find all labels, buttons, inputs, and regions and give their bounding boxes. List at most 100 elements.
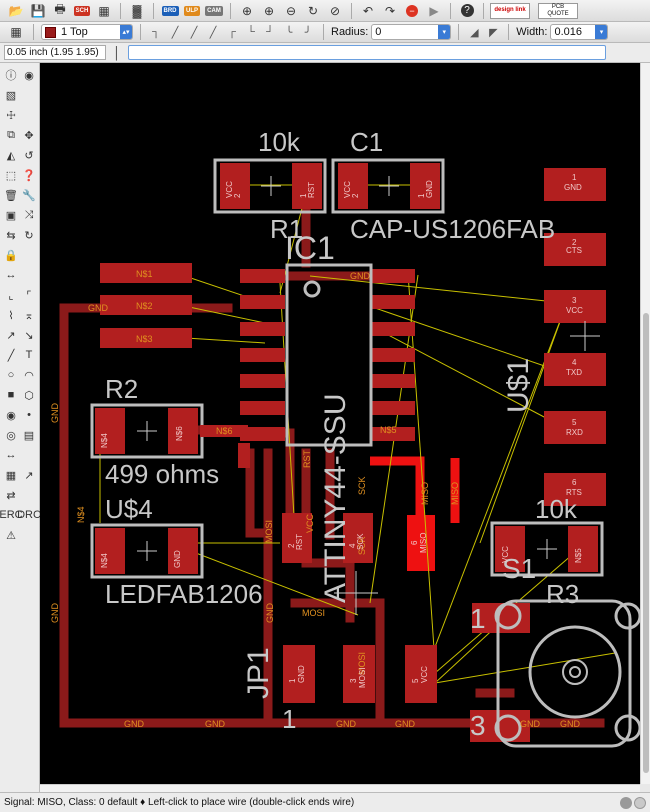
go-icon[interactable]: ▶ — [429, 3, 439, 18]
grid-icon[interactable]: ▦ — [10, 25, 22, 39]
via-icon[interactable]: ◉ — [6, 409, 16, 422]
s1-name: S1 — [502, 553, 536, 584]
radius-combo[interactable]: 0 ▾ — [371, 24, 452, 40]
bend-style-7-icon[interactable]: ┘ — [266, 26, 274, 38]
board-canvas[interactable]: 10k R1 C1 CAP-US1206FAB IC1 ATTINY44-SSU… — [40, 63, 640, 784]
paste-icon[interactable]: ▣ — [5, 209, 17, 222]
status-stop-icon[interactable] — [620, 797, 632, 809]
delete-icon[interactable]: 🗑 — [4, 189, 18, 202]
mirror-icon[interactable]: ◭ — [6, 149, 16, 162]
toolbar-divider — [450, 2, 451, 19]
drc-icon[interactable]: DRC — [17, 509, 41, 521]
ratsnest-icon[interactable]: ▦ — [5, 469, 17, 482]
cam-badge-icon[interactable]: CAM — [204, 2, 224, 20]
ulp-badge: ULP — [184, 5, 200, 16]
smash-icon[interactable]: ↔ — [5, 269, 17, 281]
net-label: MOSI — [302, 608, 325, 618]
polygon-icon[interactable]: ⬡ — [24, 389, 34, 402]
sch-icon[interactable]: SCH — [72, 2, 92, 20]
replace-icon[interactable]: ⤨ — [24, 208, 34, 221]
wire-icon[interactable]: ╱ — [7, 349, 15, 362]
vertical-scrollbar[interactable] — [640, 63, 650, 784]
dimension-icon[interactable]: ↔ — [5, 449, 17, 461]
layer-select[interactable]: 1 Top ▴▾ — [41, 24, 133, 40]
rect-icon[interactable]: ■ — [7, 389, 15, 401]
bend-style-4-icon[interactable]: ╱ — [209, 26, 217, 39]
undo-icon[interactable]: ↶ — [362, 3, 374, 18]
group-icon[interactable]: ⬚ — [5, 169, 17, 182]
route-icon[interactable]: ⌇ — [8, 309, 14, 322]
ulp-icon[interactable]: ULP — [182, 2, 202, 20]
bend-style-9-icon[interactable]: ╯ — [304, 26, 312, 39]
ic1-outline — [285, 263, 373, 447]
redo-icon[interactable]: ↷ — [384, 3, 396, 18]
erc-icon[interactable]: ERC — [0, 509, 23, 521]
text-icon[interactable]: T — [25, 349, 33, 361]
cam-icon[interactable]: ▓ — [132, 3, 142, 18]
design-link-button[interactable]: design link — [490, 2, 530, 19]
circle-icon[interactable]: ○ — [7, 369, 15, 381]
pad-label: VCC — [225, 181, 234, 198]
command-input[interactable] — [128, 45, 606, 60]
bend-style-1-icon[interactable]: ┐ — [152, 26, 160, 38]
save-icon[interactable]: 💾 — [30, 3, 46, 18]
board-badge-icon[interactable]: BRD — [160, 2, 180, 20]
board-svg[interactable]: 10k R1 C1 CAP-US1206FAB IC1 ATTINY44-SSU… — [40, 63, 640, 784]
move-icon[interactable]: ✥ — [24, 129, 34, 142]
horizontal-scrollbar[interactable] — [40, 784, 640, 792]
change-icon[interactable]: ❓ — [22, 169, 36, 182]
wire-style-1-icon[interactable]: ◢ — [470, 26, 479, 39]
stop-icon[interactable]: − — [402, 2, 422, 20]
wire-style-2-icon[interactable]: ◤ — [489, 26, 498, 39]
print-icon[interactable]: 🖶 — [54, 2, 66, 16]
ripup-icon[interactable]: ⌅ — [24, 309, 34, 322]
hole-icon[interactable]: ◎ — [6, 429, 16, 442]
attribute-icon[interactable]: ▤ — [23, 429, 35, 442]
copy-icon[interactable]: ⧉ — [7, 128, 15, 141]
pcb-quote-button[interactable]: PCB QUOTE — [538, 2, 578, 19]
airwire — [434, 652, 616, 684]
wrench-icon[interactable]: 🔧 — [22, 189, 36, 202]
vertical-scrollbar-thumb[interactable] — [643, 313, 649, 773]
rotate-icon[interactable]: ↺ — [24, 149, 34, 162]
net-label: GND — [205, 719, 226, 729]
show-icon[interactable]: ◉ — [24, 69, 34, 82]
bend-style-6-icon[interactable]: └ — [247, 26, 255, 38]
optimize-icon[interactable]: ↻ — [24, 229, 34, 242]
route-diff-icon[interactable]: ↘ — [24, 329, 34, 342]
zoom-redraw-icon[interactable]: ↻ — [307, 3, 319, 18]
ic1-pads — [240, 269, 415, 441]
arc-icon[interactable]: ◠ — [24, 369, 34, 382]
signal-icon[interactable]: • — [27, 409, 31, 421]
zoom-out-icon[interactable]: ⊖ — [285, 3, 297, 18]
pin-swap-icon[interactable]: ⇄ — [6, 489, 16, 502]
pad-label: N$4 — [100, 553, 109, 568]
route-active-icon[interactable]: ↗ — [6, 329, 16, 342]
auto-icon[interactable]: ↗ — [24, 469, 34, 482]
miter-icon[interactable]: ⌞ — [8, 289, 14, 302]
bend-style-3-icon[interactable]: ╱ — [190, 26, 198, 39]
ic1-tail — [238, 443, 250, 468]
errors-icon[interactable]: ⚠ — [6, 529, 16, 542]
bend-style-5-icon[interactable]: ┌ — [228, 26, 236, 38]
bend-style-2-icon[interactable]: ╱ — [171, 26, 179, 39]
split-wire-icon[interactable]: ⌜ — [26, 289, 32, 302]
display-icon[interactable]: ▧ — [5, 89, 17, 102]
info-icon[interactable]: ⓘ — [5, 70, 17, 82]
toolbar-divider — [483, 2, 484, 19]
board-icon[interactable]: ▦ — [98, 3, 110, 18]
zoom-select-icon[interactable]: ⊘ — [329, 3, 341, 18]
bend-style-8-icon[interactable]: ╰ — [285, 26, 293, 39]
zoom-fit-icon[interactable]: ⊕ — [241, 3, 253, 18]
command-history-icon[interactable]: │ — [113, 45, 121, 60]
help-icon[interactable]: ? — [457, 2, 477, 20]
toolbar-divider — [323, 24, 324, 40]
pad-label: 2 — [233, 193, 242, 198]
width-combo[interactable]: 0.016 ▾ — [550, 24, 609, 40]
split-icon[interactable]: ⇆ — [6, 229, 16, 242]
mark-icon[interactable]: ☩ — [6, 109, 16, 122]
open-icon[interactable]: 📂 — [8, 3, 24, 18]
zoom-in-icon[interactable]: ⊕ — [263, 3, 275, 18]
lock-icon[interactable]: 🔒 — [4, 249, 18, 262]
pad-label: 4 — [572, 358, 577, 367]
